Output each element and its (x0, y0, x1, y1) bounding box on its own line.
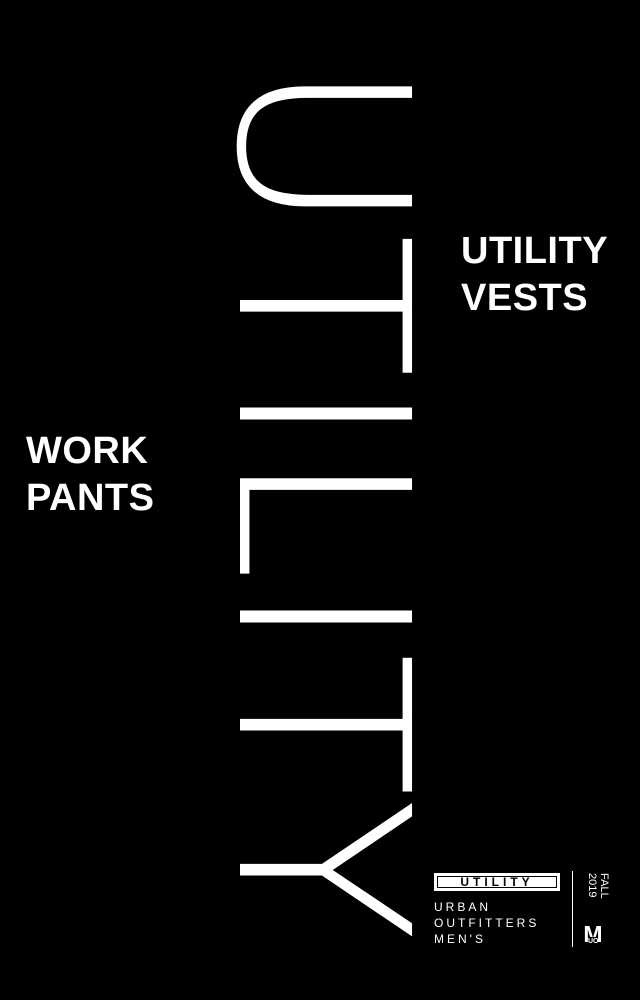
brand-line-urban: URBAN (434, 900, 492, 914)
category-vests-line1: UTILITY (461, 230, 609, 272)
category-pants-line1: WORK (26, 430, 149, 472)
brand-name: URBAN OUTFITTERS MEN'S (434, 899, 539, 947)
brand-line-outfitters: OUTFITTERS (434, 916, 540, 930)
season-fall: FALL (598, 873, 610, 899)
uo-mens-logo-sub: UO (588, 937, 599, 946)
season-year: 2019 (586, 873, 598, 898)
lockup-divider (572, 871, 573, 947)
brand-lockup: UTILITY URBAN OUTFITTERS MEN'S FALL 2019… (434, 871, 614, 949)
category-utility-vests: UTILITY VESTS (461, 228, 608, 322)
season-label: FALL 2019 (584, 873, 612, 923)
category-work-pants: WORK PANTS (26, 428, 154, 522)
poster-title-vertical: UTILITY (184, 60, 459, 943)
brand-line-mens: MEN'S (434, 932, 486, 946)
category-vests-line2: VESTS (461, 277, 589, 319)
season-text: FALL 2019 (586, 873, 610, 899)
category-pants-line2: PANTS (26, 477, 155, 519)
utility-badge-text: UTILITY (437, 876, 557, 888)
utility-badge-logo: UTILITY (434, 873, 560, 891)
